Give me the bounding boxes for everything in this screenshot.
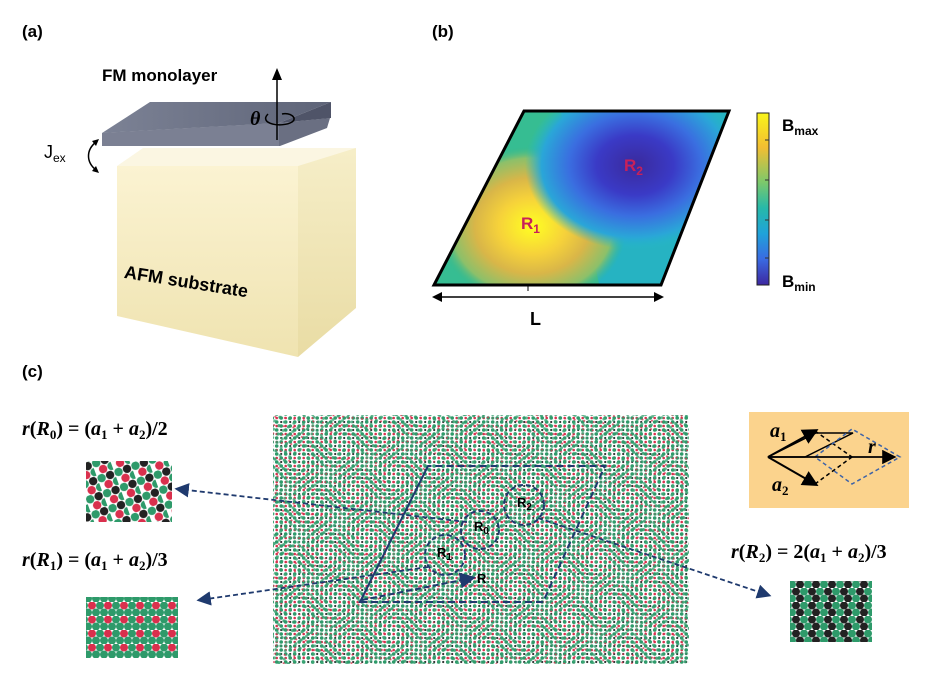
fm-monolayer-slab <box>102 102 331 146</box>
equation-r0: r(R0) = (a1 + a2)/2 <box>22 418 168 442</box>
panel-label-c: (c) <box>22 362 43 381</box>
length-label: L <box>530 309 541 329</box>
r1-zoom-inset <box>86 597 178 658</box>
bmin-label: Bmin <box>782 272 816 294</box>
rotation-arc <box>265 112 295 126</box>
equation-r2: r(R2) = 2(a1 + a2)/3 <box>731 541 887 565</box>
afm-substrate-block <box>117 148 356 357</box>
panel-label-a: (a) <box>22 22 43 41</box>
equation-r1: r(R1) = (a1 + a2)/3 <box>22 549 168 573</box>
theta-label: θ <box>250 108 261 130</box>
inset-a2-label: a2 <box>772 474 789 498</box>
r-vector-arrow <box>361 572 476 601</box>
colorbar <box>756 112 770 286</box>
inset-r-label: r <box>868 436 876 458</box>
r2-leader-arrow <box>537 517 772 599</box>
panel-label-b: (b) <box>432 22 454 41</box>
jex-arc <box>87 141 97 171</box>
inset-a1-label: a1 <box>770 420 787 444</box>
jex-arrowhead-bottom <box>92 166 99 173</box>
moire-supercell <box>358 465 607 603</box>
r2-label: R2 <box>624 156 643 178</box>
moire-lattice-image <box>273 415 689 664</box>
rotation-axis-arrowhead <box>272 68 282 80</box>
bmax-label: Bmax <box>782 116 819 138</box>
r0-circle <box>460 510 500 550</box>
r1-label: R1 <box>521 214 540 236</box>
r2-zoom-inset <box>790 581 872 642</box>
moire-r-vector-label: R <box>477 571 487 586</box>
jex-arrowhead-top <box>92 139 99 146</box>
moire-r2-label: R2 <box>517 495 532 513</box>
r0-leader-arrow <box>174 483 468 523</box>
r1-circle <box>424 534 466 576</box>
moire-r1-label: R1 <box>437 545 452 563</box>
r1-leader-arrow <box>196 566 429 606</box>
fm-monolayer-label: FM monolayer <box>102 66 218 85</box>
moire-vector-a1 <box>359 465 429 603</box>
jex-label: Jex <box>44 142 66 165</box>
moire-r0-label: R0 <box>474 519 489 537</box>
r0-zoom-inset <box>86 461 172 522</box>
r2-circle <box>503 484 545 526</box>
